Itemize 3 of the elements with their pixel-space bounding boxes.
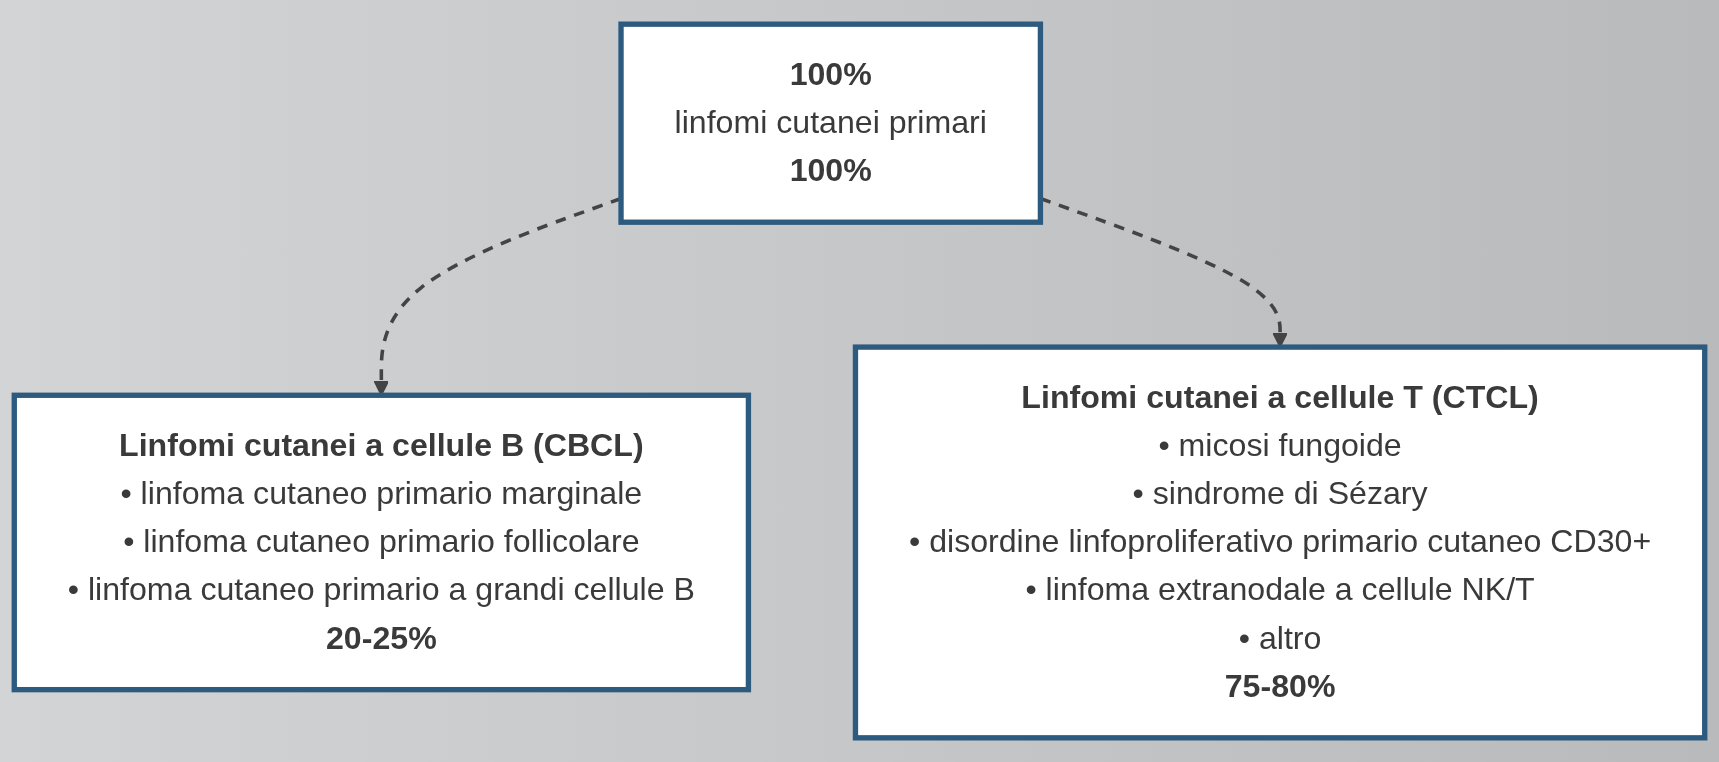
- node-box: Linfomi cutanei a cellule T (CTCL) • micosi fungoide • sindrome di Sézary • disordine linfoproliferativo primario cutaneo CD30+ • linfoma extranodale a cellule NK/T • altro 75-80%: [852, 344, 1708, 741]
- node-box: 100% linfomi cutanei primari 100%: [618, 21, 1044, 225]
- node-box: Linfomi cutanei a cellule B (CBCL) • linfoma cutaneo primario marginale • linfoma cutaneo primario follicolare • linfoma cutaneo primario a grandi cellule B 20-25%: [11, 392, 752, 693]
